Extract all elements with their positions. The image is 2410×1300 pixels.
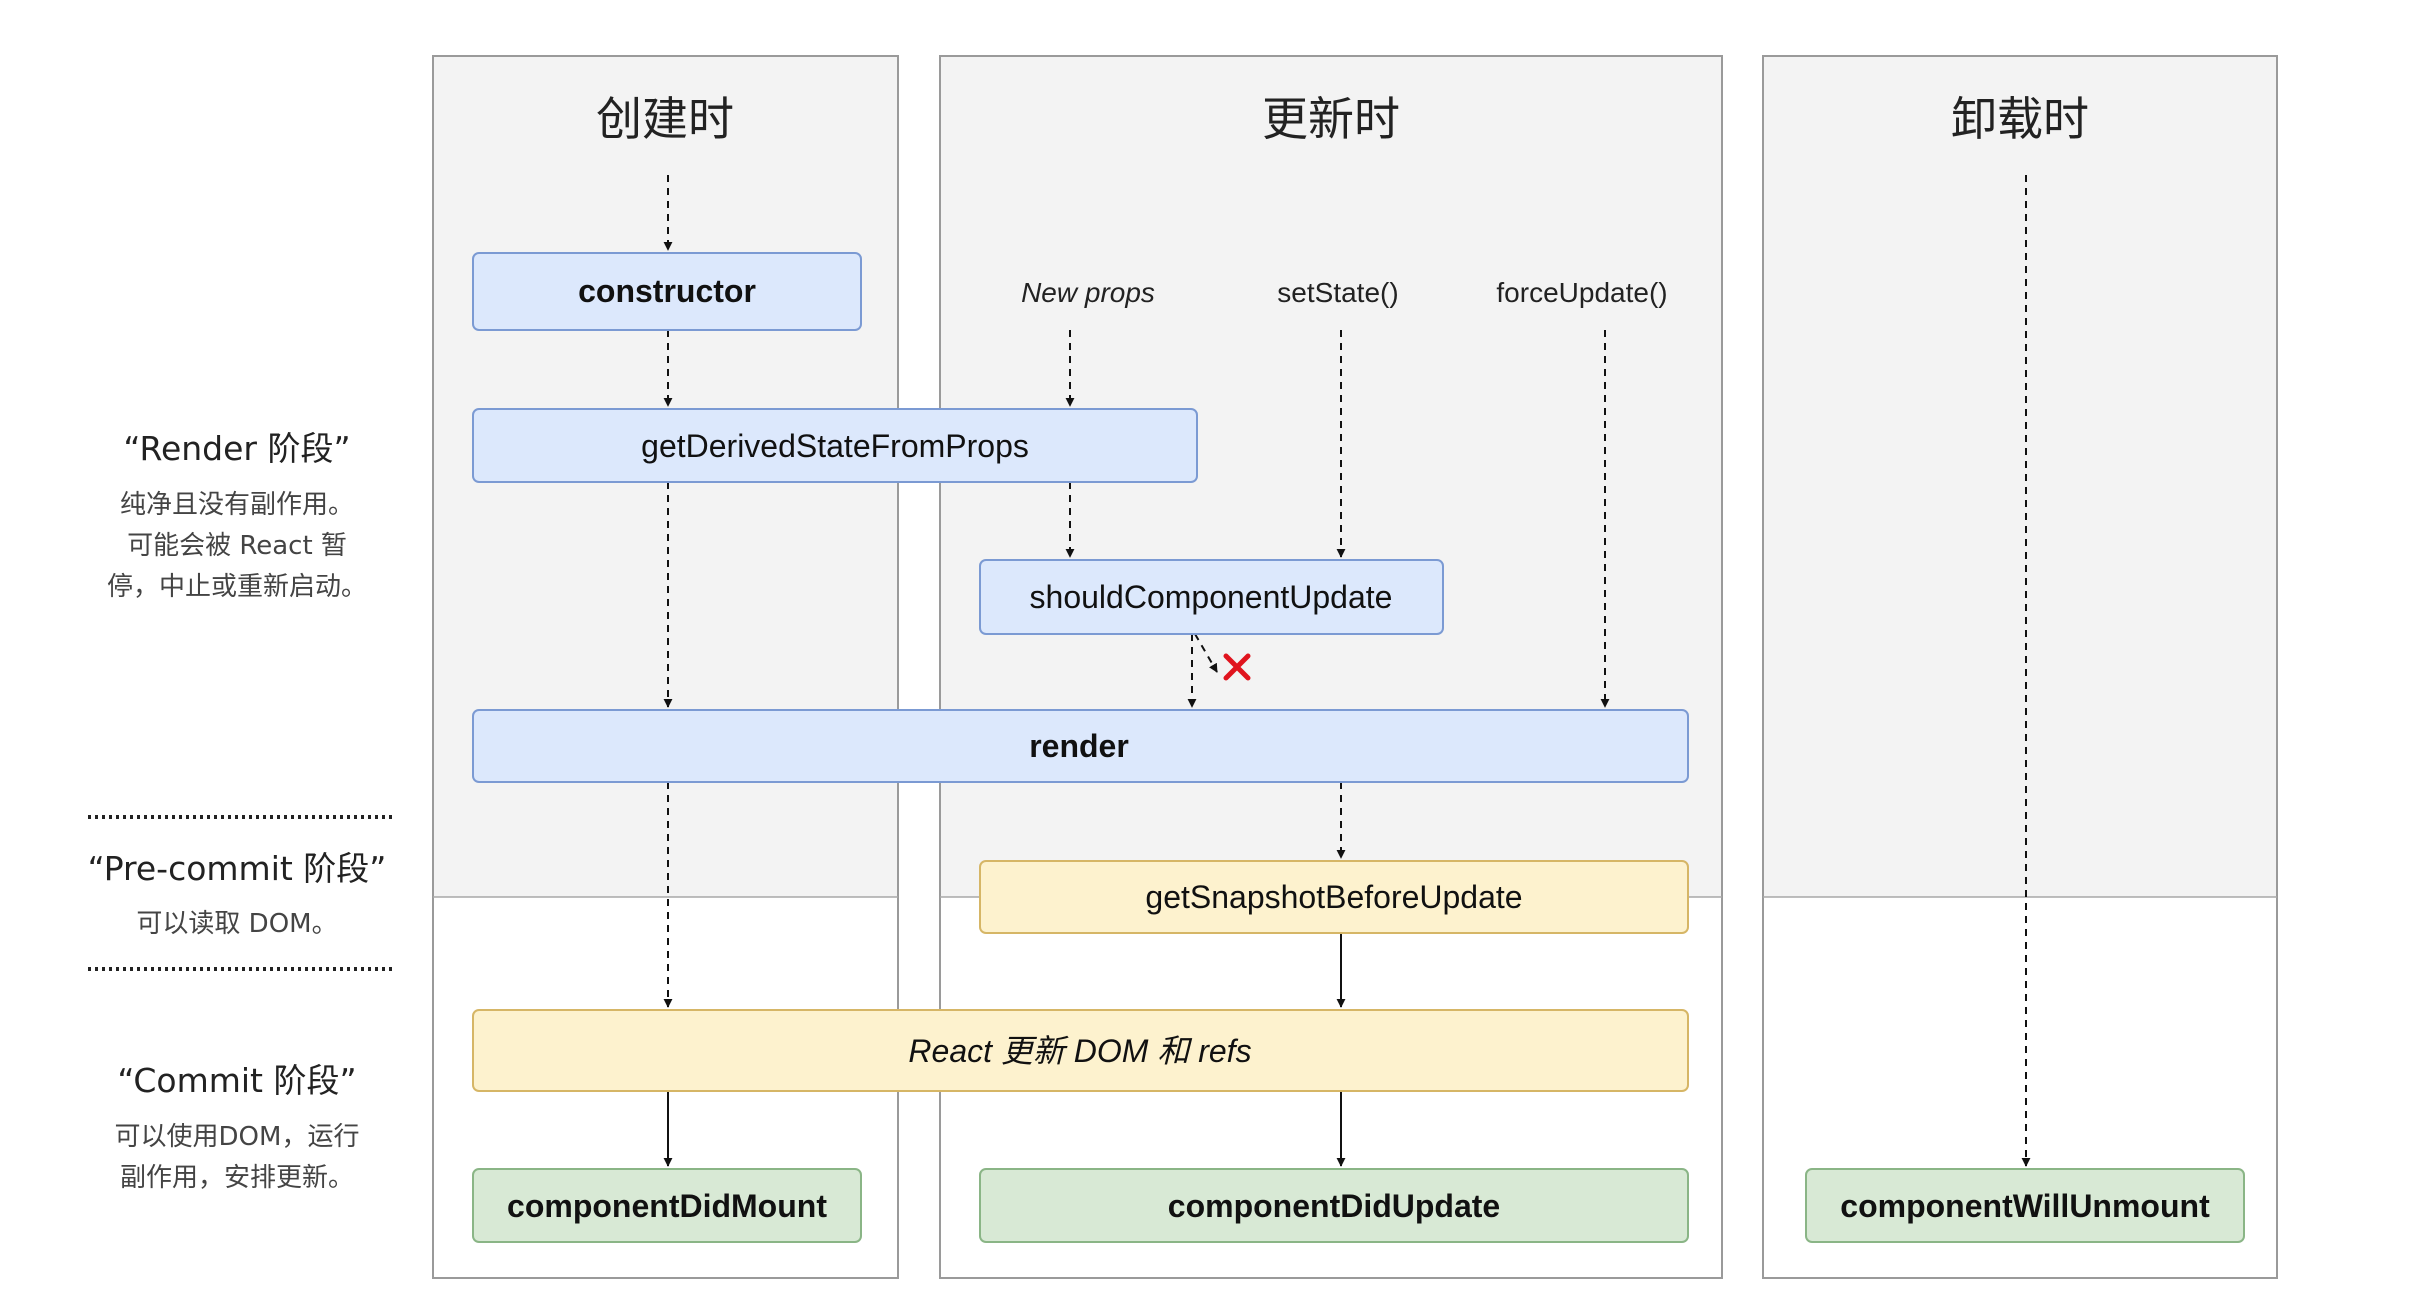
arrows [663,175,2031,1167]
node-component-did-update-label: componentDidUpdate [1168,1188,1500,1224]
trigger-force-update: forceUpdate() [1496,277,1667,308]
phase-commit: “Commit 阶段” 可以使用DOM，运行 副作用，安排更新。 [115,1061,360,1193]
node-constructor-label: constructor [578,273,756,309]
column-title-unmount: 卸载时 [1951,92,2089,146]
node-react-updates-dom: React 更新 DOM 和 refs [472,1009,1689,1092]
node-get-derived-state-from-props: getDerivedStateFromProps [472,408,1198,483]
node-get-snapshot-before-update: getSnapshotBeforeUpdate [979,860,1689,934]
node-render: render [472,709,1689,783]
column-update [939,55,1723,1279]
phase-precommit-title: “Pre-commit 阶段” [88,849,387,888]
node-component-will-unmount: componentWillUnmount [1805,1168,2245,1243]
node-should-component-update-label: shouldComponentUpdate [1030,579,1393,615]
phase-commit-desc-line: 副作用，安排更新。 [120,1163,354,1193]
phase-render-title: “Render 阶段” [123,429,350,468]
phase-precommit-desc-line: 可以读取 DOM。 [136,909,337,939]
node-component-did-mount: componentDidMount [472,1168,862,1243]
phase-render-desc-line: 纯净且没有副作用。 [120,490,354,520]
node-should-component-update: shouldComponentUpdate [979,559,1444,635]
node-get-snapshot-before-update-label: getSnapshotBeforeUpdate [1145,879,1522,915]
node-component-did-update: componentDidUpdate [979,1168,1689,1243]
phase-render-desc-line: 可能会被 React 暂 [127,531,347,561]
node-component-will-unmount-label: componentWillUnmount [1840,1188,2210,1224]
node-react-updates-dom-label: React 更新 DOM 和 refs [908,1033,1251,1069]
column-mount [432,55,899,1279]
phase-commit-title: “Commit 阶段” [117,1061,356,1100]
column-unmount [1762,55,2278,1279]
trigger-set-state: setState() [1277,277,1398,308]
node-constructor: constructor [472,252,862,331]
phase-render-desc-line: 停，中止或重新启动。 [107,572,367,602]
trigger-new-props: New props [1021,277,1155,308]
phase-render: “Render 阶段” 纯净且没有副作用。 可能会被 React 暂 停，中止或… [107,429,367,602]
phase-precommit: “Pre-commit 阶段” 可以读取 DOM。 [88,849,387,939]
column-title-mount: 创建时 [596,92,734,146]
node-get-derived-state-from-props-label: getDerivedStateFromProps [641,428,1029,464]
column-title-update: 更新时 [1262,92,1400,146]
node-render-label: render [1029,728,1129,764]
cancel-x-icon [1223,653,1251,681]
phase-commit-desc-line: 可以使用DOM，运行 [115,1122,360,1152]
node-component-did-mount-label: componentDidMount [507,1188,827,1224]
